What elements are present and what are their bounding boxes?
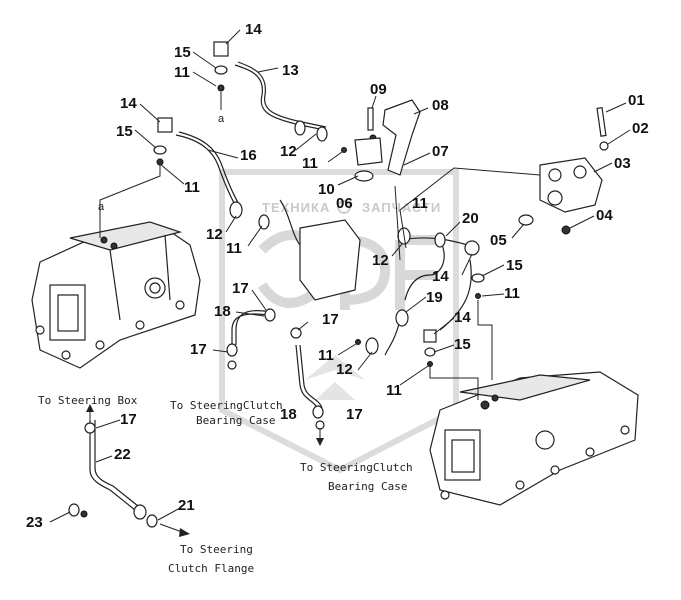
callout-11c: 11 (302, 155, 318, 172)
fitting-19 (395, 309, 409, 327)
callout-12b: 12 (206, 226, 223, 243)
central-manifold-06 (299, 137, 383, 301)
callout-14b: 14 (120, 95, 137, 112)
callout-17a: 17 (232, 280, 249, 297)
nut-04 (561, 225, 571, 235)
pipe-16 (175, 134, 239, 211)
callout-17e: 17 (120, 411, 137, 428)
callout-11d: 11 (412, 195, 428, 212)
right-transmission-housing (429, 371, 639, 506)
washer-02 (599, 141, 609, 151)
callout-17b: 17 (322, 311, 339, 328)
callout-22: 22 (114, 446, 131, 463)
leader-lines (49, 29, 631, 523)
callout-12d: 12 (336, 361, 353, 378)
bracket-08 (367, 99, 421, 176)
elbow-14a (213, 41, 229, 57)
callout-11a: 11 (174, 64, 190, 81)
watermark-left-text: ТЕХНИКА (262, 200, 330, 215)
gasket-05 (518, 214, 534, 226)
callout-11e: 11 (226, 240, 242, 257)
callout-08: 08 (432, 97, 449, 114)
fitting-20 (464, 240, 480, 256)
callout-17d: 17 (346, 406, 363, 423)
callout-15b: 15 (116, 123, 133, 140)
callout-15c: 15 (506, 257, 523, 274)
callout-12a: 12 (280, 143, 297, 160)
note-steering-box: To Steering Box (38, 394, 138, 407)
callout-19: 19 (426, 289, 443, 306)
elbow-14d (423, 329, 437, 343)
callout-16: 16 (240, 147, 257, 164)
note-clutch-flange-2: Clutch Flange (168, 562, 254, 575)
note-clutch-bearing-left-1: To SteeringClutch (170, 399, 283, 412)
pipe-22 (89, 420, 136, 511)
callout-14a: 14 (245, 21, 262, 38)
note-clutch-bearing-left-2: Bearing Case (196, 414, 275, 427)
pipe-18b (295, 344, 319, 411)
callout-14d: 14 (454, 309, 471, 326)
pipe-13 (234, 64, 326, 131)
bolt-01 (596, 107, 607, 137)
valve-body-03 (518, 107, 609, 235)
callout-06: 06 (336, 195, 353, 212)
watermark-gear-icon (337, 200, 351, 214)
callout-03: 03 (614, 155, 631, 172)
callout-labels: 14 15 11 13 a 14 15 11 16 a 12 11 10 06 … (26, 21, 649, 531)
pipe-18a (231, 313, 269, 345)
note-clutch-bearing-mid-1: To SteeringClutch (300, 461, 413, 474)
callout-11h: 11 (386, 382, 402, 399)
callout-05: 05 (490, 232, 507, 249)
callout-11b: 11 (184, 179, 200, 196)
callout-21: 21 (178, 497, 195, 514)
callout-10: 10 (318, 181, 335, 198)
destination-notes: To Steering Box To SteeringClutch Bearin… (38, 394, 413, 575)
left-transmission-housing (31, 221, 201, 369)
elbow-14b (157, 117, 173, 133)
callout-17c: 17 (190, 341, 207, 358)
note-clutch-bearing-mid-2: Bearing Case (328, 480, 407, 493)
callout-14c: 14 (432, 268, 449, 285)
note-clutch-flange-1: To Steering (180, 543, 253, 556)
callout-12c: 12 (372, 252, 389, 269)
oring-10 (354, 170, 374, 182)
callout-07: 07 (432, 143, 449, 160)
callout-23: 23 (26, 514, 43, 531)
callout-11g: 11 (318, 347, 334, 364)
callout-01: 01 (628, 92, 645, 109)
callout-15a: 15 (174, 44, 191, 61)
ref-a-top: a (218, 113, 225, 125)
flow-arrows (86, 404, 324, 537)
ref-a-left: a (98, 201, 105, 213)
callout-18a: 18 (214, 303, 231, 320)
callout-09: 09 (370, 81, 387, 98)
callout-20: 20 (462, 210, 479, 227)
watermark-right-text: ЗАПЧАСТИ (362, 200, 441, 215)
callout-11f: 11 (504, 285, 520, 302)
callout-15d: 15 (454, 336, 471, 353)
callout-18b: 18 (280, 406, 297, 423)
callout-13: 13 (282, 62, 299, 79)
callout-02: 02 (632, 120, 649, 137)
callout-04: 04 (596, 207, 613, 224)
